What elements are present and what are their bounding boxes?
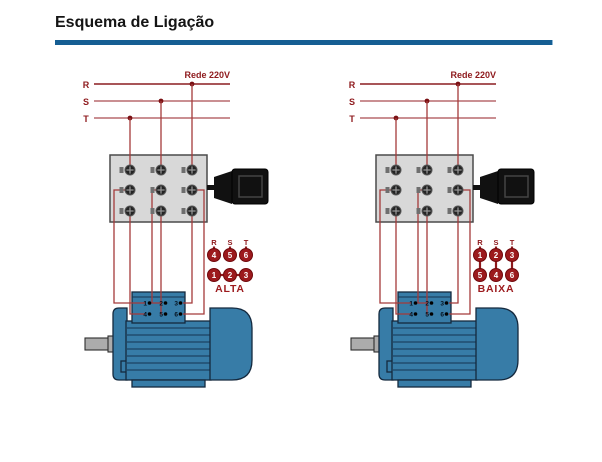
switch-handle-icon <box>473 168 535 205</box>
svg-text:3: 3 <box>440 301 444 308</box>
phase-label-t: T <box>349 114 355 124</box>
svg-text:3: 3 <box>244 271 249 280</box>
motor-body <box>391 320 478 381</box>
motor-fins <box>127 327 210 371</box>
svg-text:6: 6 <box>174 312 178 319</box>
phase-label-r: R <box>83 80 90 90</box>
svg-text:5: 5 <box>425 312 429 319</box>
svg-text:6: 6 <box>510 271 515 280</box>
svg-text:1: 1 <box>478 251 483 260</box>
mode-label: ALTA <box>215 283 245 295</box>
svg-text:T: T <box>244 238 249 247</box>
svg-text:4: 4 <box>494 271 499 280</box>
diagram-baixa: R S T Rede 220V <box>349 70 535 388</box>
svg-text:2: 2 <box>228 271 233 280</box>
svg-text:6: 6 <box>244 251 249 260</box>
switch-terminals <box>118 164 198 217</box>
motor-bell <box>209 307 253 381</box>
svg-text:2: 2 <box>159 301 163 308</box>
svg-text:S: S <box>493 238 498 247</box>
motor-bell <box>475 307 519 381</box>
svg-text:6: 6 <box>440 312 444 319</box>
svg-text:T: T <box>510 238 515 247</box>
svg-text:R: R <box>477 238 483 247</box>
motor <box>84 291 253 388</box>
svg-text:4: 4 <box>409 312 413 319</box>
svg-text:5: 5 <box>159 312 163 319</box>
phase-label-s: S <box>349 97 355 107</box>
pin-map-baixa: R S T 1 2 3 5 4 6 BAIXA <box>473 238 519 295</box>
svg-text:3: 3 <box>174 301 178 308</box>
motor-base <box>397 379 472 388</box>
diagram-alta: R S T Rede 220V <box>83 70 269 388</box>
svg-text:1: 1 <box>212 271 217 280</box>
svg-text:2: 2 <box>494 251 499 260</box>
svg-text:3: 3 <box>510 251 515 260</box>
switch-handle-icon <box>207 168 269 205</box>
page-title: Esquema de Ligação <box>55 14 215 31</box>
motor-terminal-labels: 1 2 3 4 5 6 <box>409 301 449 319</box>
svg-text:2: 2 <box>425 301 429 308</box>
mode-label: BAIXA <box>478 283 515 295</box>
motor-base <box>131 379 206 388</box>
svg-text:1: 1 <box>143 301 147 308</box>
svg-text:5: 5 <box>478 271 483 280</box>
phase-label-t: T <box>83 114 89 124</box>
net-voltage-label: Rede 220V <box>450 70 496 80</box>
phase-label-r: R <box>349 80 356 90</box>
phase-label-s: S <box>83 97 89 107</box>
svg-text:5: 5 <box>228 251 233 260</box>
supply-lines: R S T Rede 220V <box>83 70 230 124</box>
svg-text:4: 4 <box>212 251 217 260</box>
motor <box>350 291 519 388</box>
title-rule <box>55 40 553 45</box>
supply-lines: R S T Rede 220V <box>349 70 496 124</box>
switch-terminals <box>384 164 464 217</box>
svg-text:R: R <box>211 238 217 247</box>
svg-text:4: 4 <box>143 312 147 319</box>
motor-fins <box>393 327 476 371</box>
motor-terminal-labels: 1 2 3 4 5 6 <box>143 301 183 319</box>
motor-body <box>125 320 212 381</box>
pin-map-alta: R S T 4 5 6 1 2 3 ALTA <box>207 238 253 295</box>
svg-text:S: S <box>227 238 232 247</box>
svg-text:1: 1 <box>409 301 413 308</box>
net-voltage-label: Rede 220V <box>184 70 230 80</box>
motor-shaft <box>84 337 110 351</box>
motor-shaft <box>350 337 376 351</box>
